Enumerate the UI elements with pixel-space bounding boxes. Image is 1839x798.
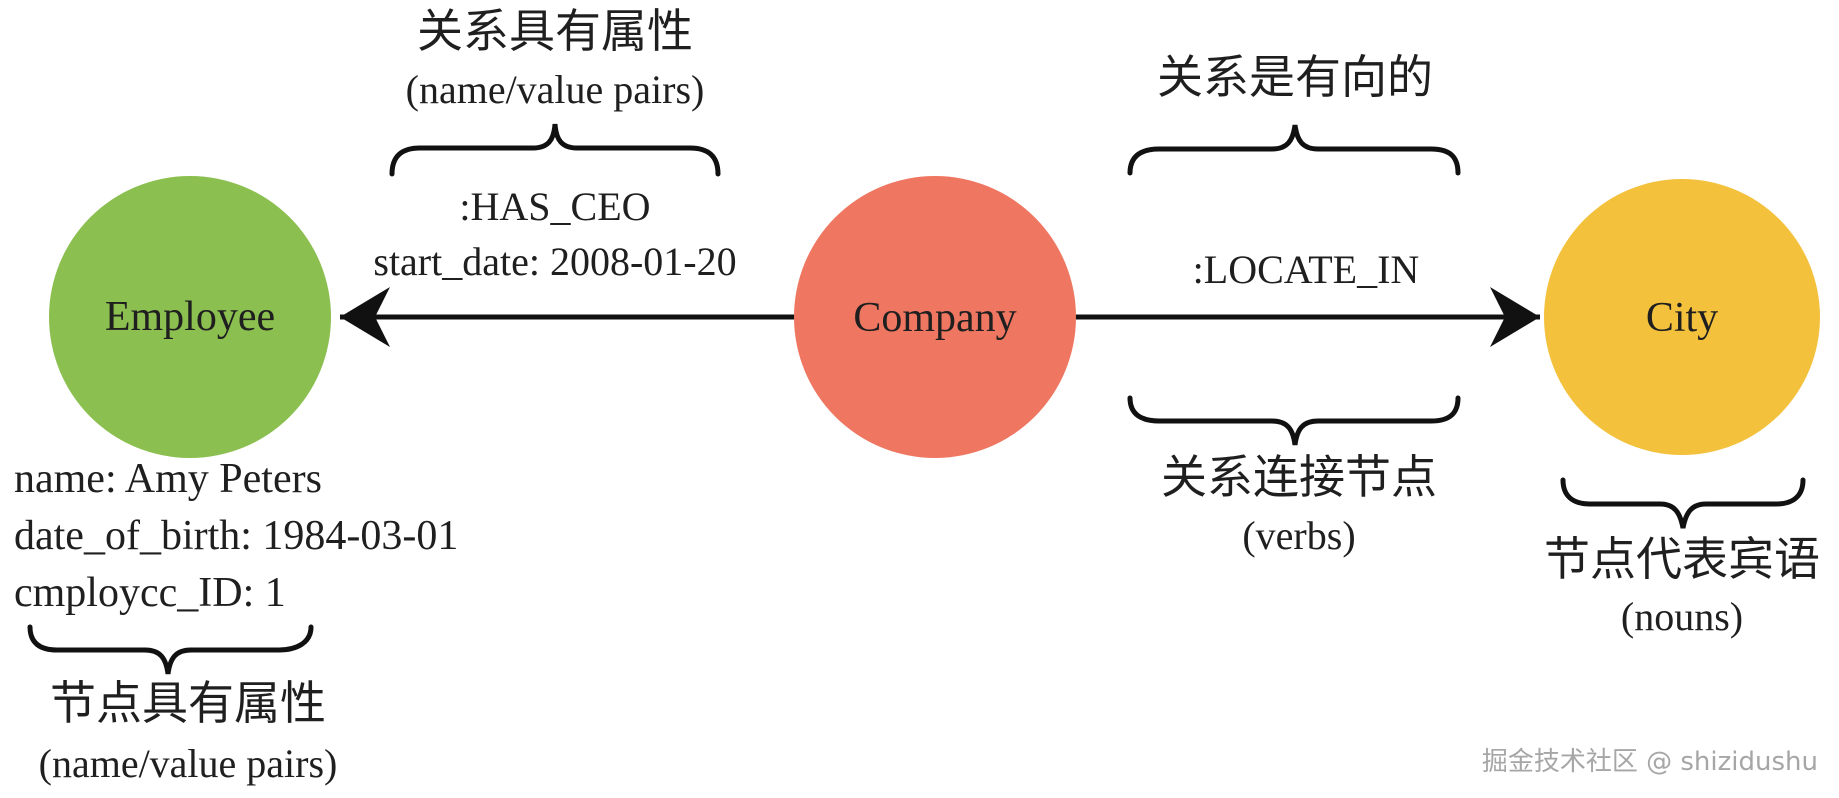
- employee-caption-sub: (name/value pairs): [39, 741, 338, 786]
- company-node: [794, 176, 1076, 458]
- locate-in-bottom-caption-sub: (verbs): [1242, 513, 1355, 558]
- employee-property-name: name: Amy Peters: [14, 456, 322, 502]
- city-caption-main: 节点代表宾语: [1544, 532, 1820, 586]
- employee-node-label: Employee: [105, 294, 275, 340]
- city-node-label: City: [1646, 295, 1718, 341]
- has-ceo-top-brace: [389, 123, 721, 177]
- has-ceo-type-label: :HAS_CEO: [459, 184, 650, 229]
- has-ceo-caption-main: 关系具有属性: [417, 4, 693, 58]
- locate-in-type-label: :LOCATE_IN: [1193, 247, 1420, 292]
- locate-in-top-brace: [1127, 124, 1461, 176]
- employee-caption-main: 节点具有属性: [50, 676, 326, 730]
- employee-node: [49, 176, 331, 458]
- locate-in-bottom-caption-main: 关系连接节点: [1161, 450, 1437, 504]
- city-caption-brace: [1560, 477, 1806, 529]
- city-caption-sub: (nouns): [1621, 594, 1743, 639]
- has-ceo-property: start_date: 2008-01-20: [373, 239, 736, 284]
- employee-properties-brace: [27, 624, 314, 675]
- city-node: [1544, 179, 1820, 455]
- employee-property-id: cmploycc_ID: 1: [14, 570, 286, 616]
- company-node-label: Company: [853, 295, 1016, 341]
- has-ceo-caption-sub: (name/value pairs): [406, 67, 705, 112]
- locate-in-bottom-brace: [1127, 395, 1461, 446]
- locate-in-top-caption: 关系是有向的: [1157, 50, 1433, 104]
- watermark-text: 掘金技术社区 @ shizidushu: [1482, 747, 1818, 777]
- employee-property-date-of-birth: date_of_birth: 1984-03-01: [14, 513, 458, 559]
